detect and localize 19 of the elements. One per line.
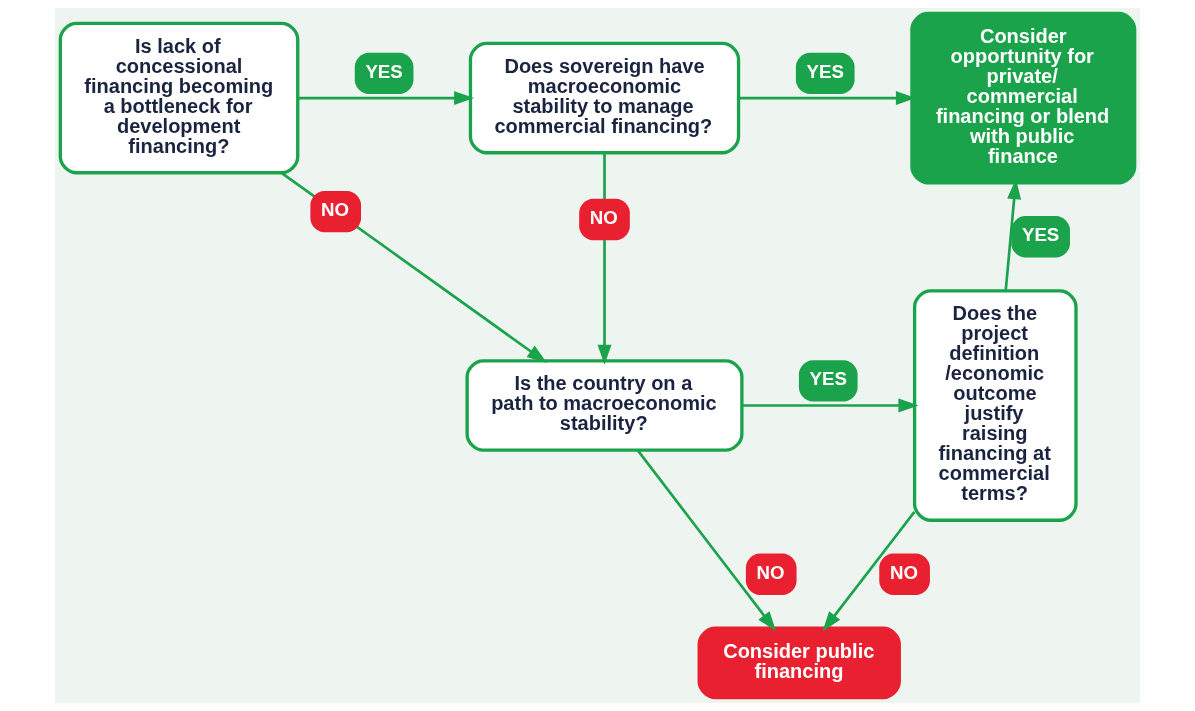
edge-label: NO: [589, 206, 618, 228]
edge-label: NO: [756, 561, 785, 583]
node-box: Consider public financing: [697, 626, 901, 700]
edge-label: NO: [321, 198, 350, 220]
edge-label: YES: [1021, 224, 1060, 246]
edge-label: NO: [889, 561, 918, 583]
node-box: Is lack of concessional financing becoming a bottleneck for development financing?: [58, 21, 300, 175]
edge-label: YES: [365, 60, 403, 82]
arrow: [636, 449, 777, 632]
node-box: Does sovereign have macroeconomic stability to manage commercial financing?: [468, 41, 741, 155]
edge-label: YES: [806, 60, 844, 82]
node-box: Consider opportunity for private/ commercial financing or blend with public finance: [910, 11, 1137, 185]
arrow: [822, 511, 916, 632]
edge-label: YES: [809, 368, 847, 390]
arrow: [742, 398, 919, 413]
node-box: Does the project definition /economic outcome justify raising financing at commercial terms?: [912, 289, 1078, 522]
arrow: [280, 171, 547, 363]
node-box: Is the country on a path to macroeconomic stability?: [465, 359, 744, 452]
arrow: [298, 91, 475, 106]
